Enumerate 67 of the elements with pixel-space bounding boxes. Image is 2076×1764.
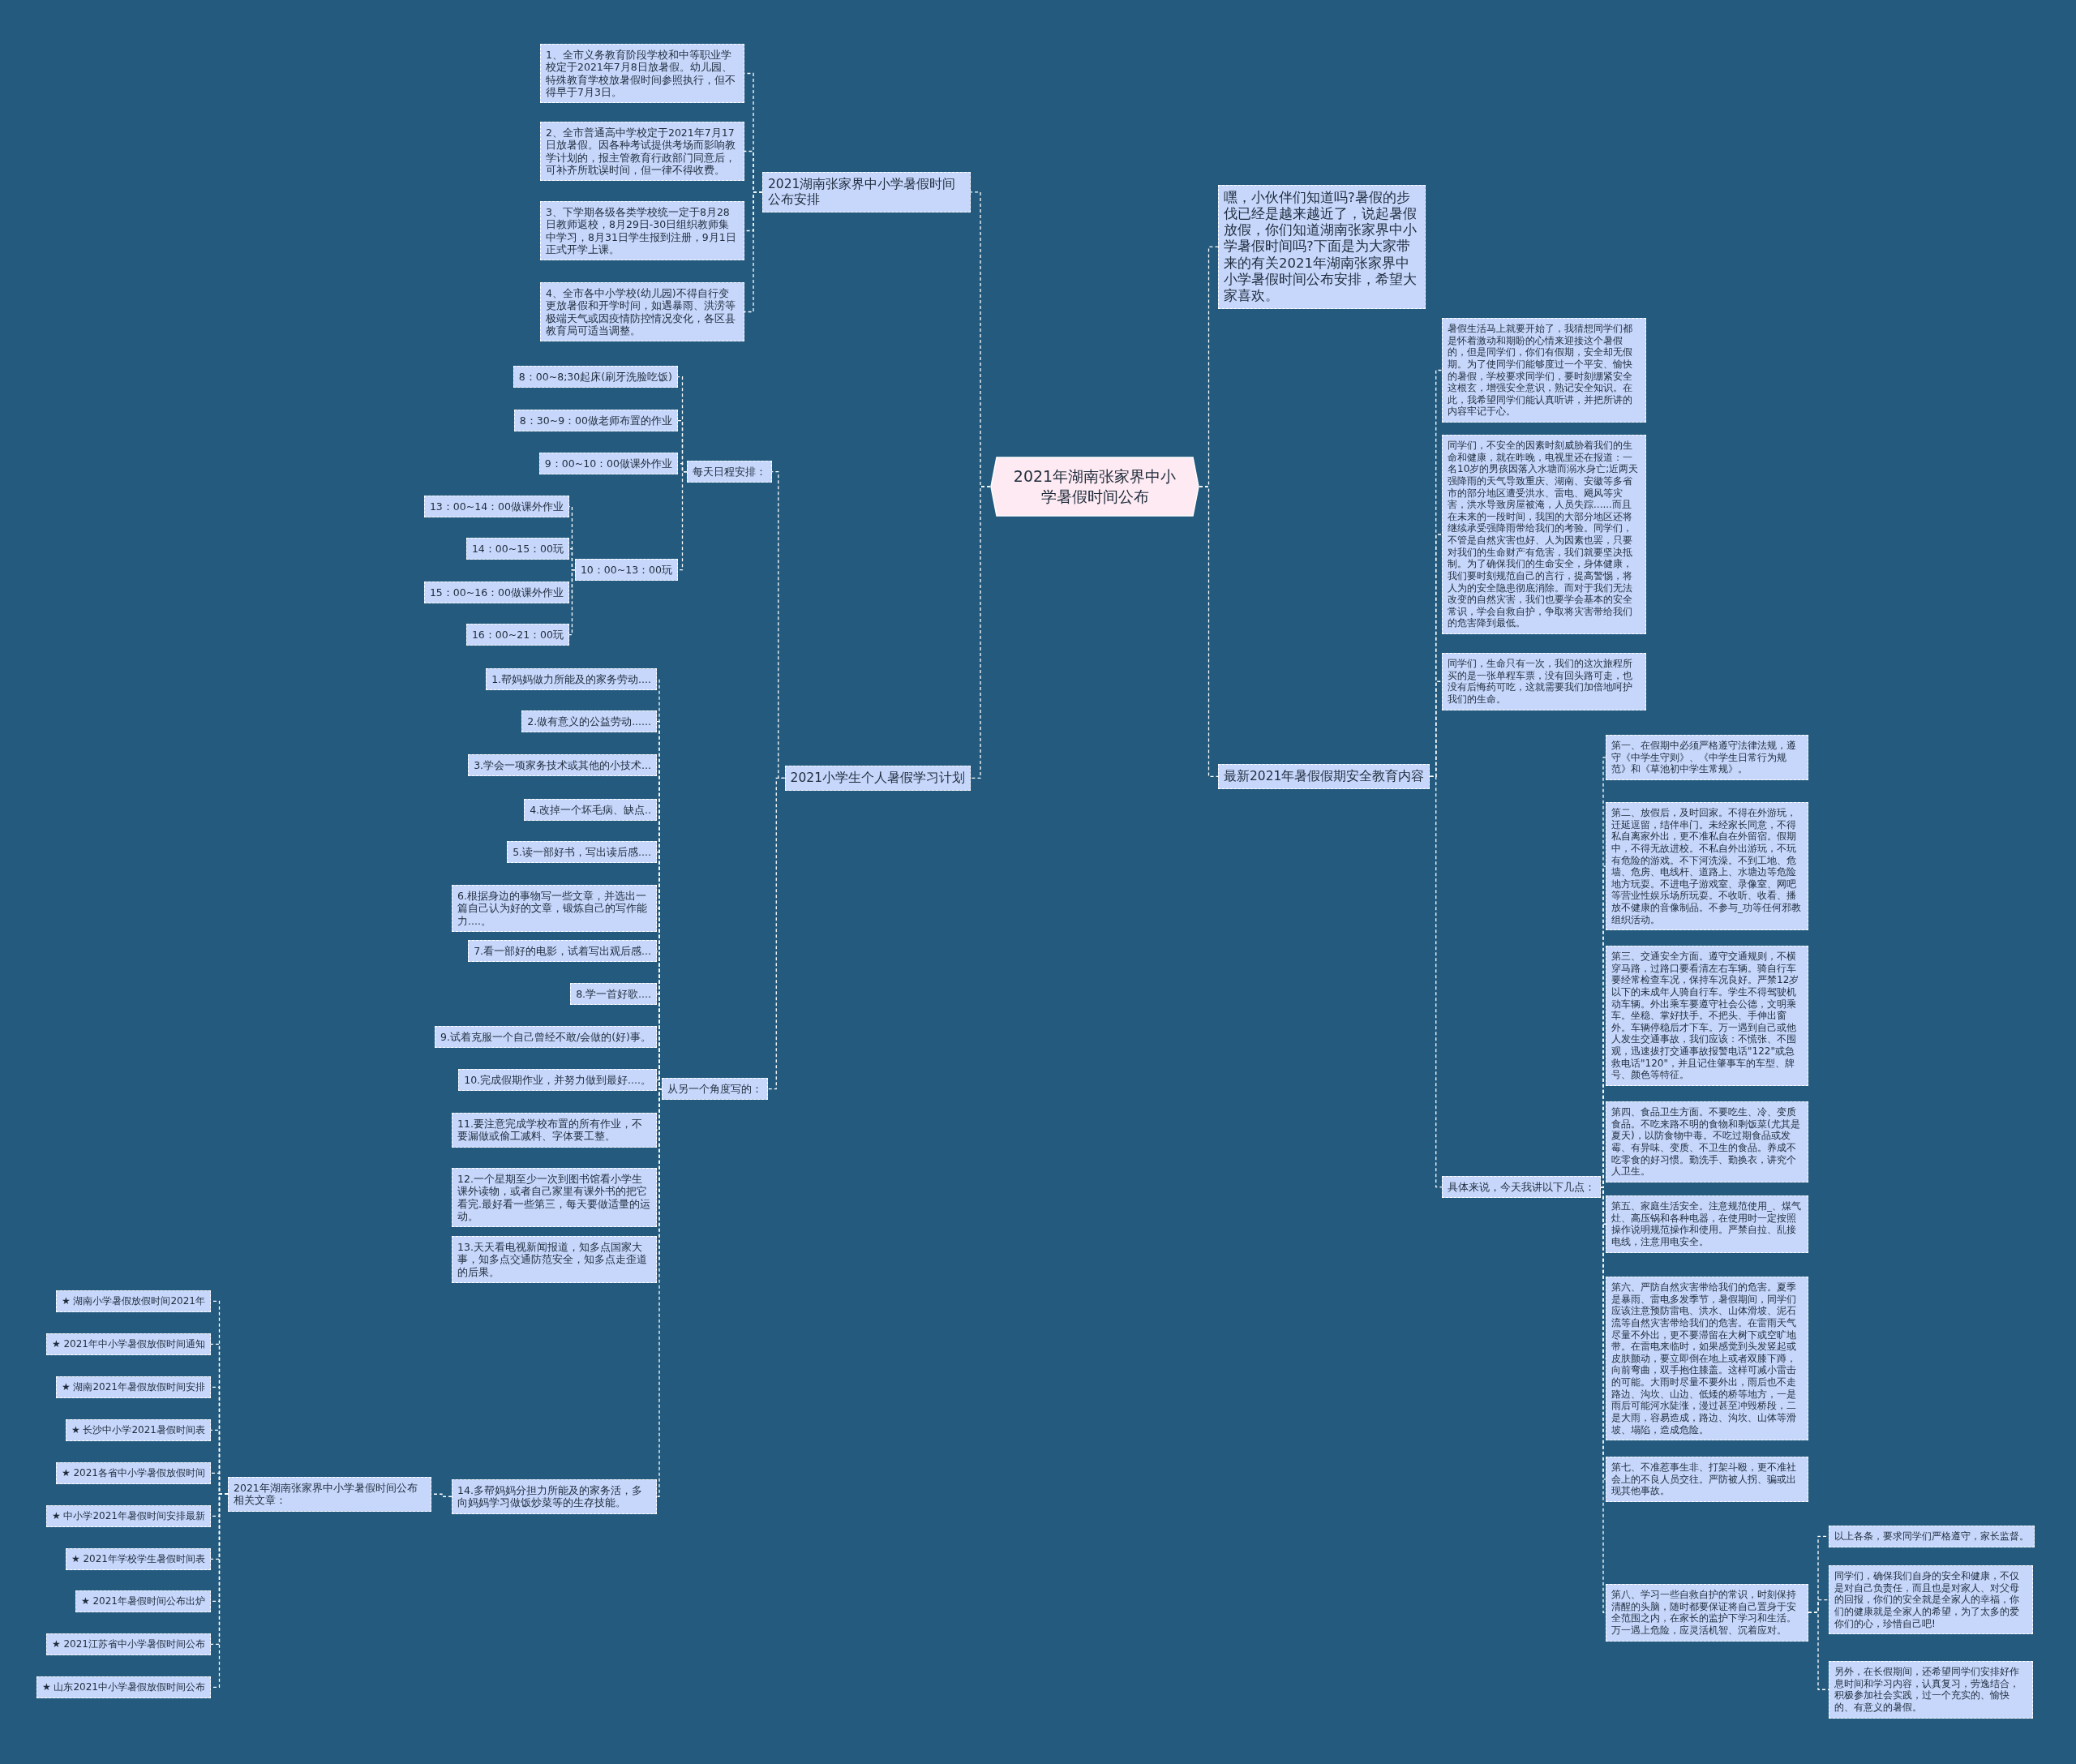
topic-box: 第一、在假期中必须严格遵守法律法规，遵守《中学生守则》、《中学生日常行为规范》和《草池初中学生常规》。 [1606, 735, 1808, 780]
topic-box: 6.根据身边的事物写一些文章，并选出一篇自己认为好的文章，锻炼自己的写作能力....。 [452, 885, 657, 932]
topic-box: 同学们，不安全的因素时刻威胁着我们的生命和健康，就在昨晚，电视里还在报道：一名10岁的男孩因落入水塘而溺水身亡;近两天强降雨的天气导致重庆、湖南、安徽等多省市的部分地区遭受洪水、雷电、飓风等灾害，洪水导致房屋被淹，人员失踪......而且在未来的一段时间，我国的大部分地区还将继续承受强降雨带给我们的考验。同学们，不管是自然灾害也好、人为因素也罢，只要对我们的生命财产有危害，我们就要坚决抵制。为了确保我们的生命安全，身体健康，我们要时刻规范自己的言行，提高警惕，将人为的安全隐患彻底消除。而对于我们无法改变的自然灾害，我们也要学会基本的安全常识，学会自救自护，争取将灾害带给我们的危害降到最低。 [1442, 435, 1646, 634]
topic-box: 10.完成假期作业，并努力做到最好....。 [458, 1069, 657, 1092]
topic-box: 第六、严防自然灾害带给我们的危害。夏季是暴雨、雷电多发季节，暑假期间，同学们应该注意预防雷电、洪水、山体滑坡、泥石流等自然灾害带给我们的危害。在雷雨天气尽量不外出，更不要滞留在大树下或空旷地带。在雷电来临时，如果感觉到头发竖起或皮肤颤动，要立即倒在地上或者双膝下蹲，向前弯曲，双手抱住膝盖。这样可减小雷击的可能。大雨时尽量不要外出，雨后也不走路边、沟坎、山边、低矮的桥等地方，一是雨后可能河水陡涨，漫过甚至冲毁桥段，二是大雨，容易造成，路边、沟坎、山体等滑坡、塌陷，造成危险。 [1606, 1277, 1808, 1441]
topic-box: 最新2021年暑假假期安全教育内容 [1218, 764, 1430, 789]
central-topic: 2021年湖南张家界中小学暑假时间公布 [990, 457, 1199, 517]
topic-box: 3.学会一项家务技术或其他的小技术... [468, 754, 657, 777]
topic-box: 9：00~10：00做课外作业 [538, 453, 678, 475]
topic-box: 4、全市各中小学校(幼儿园)不得自行变更放暑假和开学时间，如遇暴雨、洪涝等极端天气或因疫情防控情况变化，各区县教育局可适当调整。 [540, 282, 744, 341]
topic-box: 16：00~21：00玩 [465, 624, 569, 646]
topic-box: ★ 2021各省中小学暑假放假时间 [55, 1462, 211, 1484]
topic-box: ★ 2021年学校学生暑假时间表 [65, 1548, 211, 1570]
topic-box: 嘿，小伙伴们知道吗?暑假的步伐已经是越来越近了，说起暑假放假，你们知道湖南张家界中小学暑假时间吗?下面是为大家带来的有关2021年湖南张家界中小学暑假时间公布安排，希望大家喜欢。 [1218, 185, 1426, 309]
topic-box: 另外，在长假期间，还希望同学们安排好作息时间和学习内容，认真复习，劳逸结合，积极参加社会实践，过一个充实的、愉快的、有意义的暑假。 [1829, 1661, 2033, 1719]
topic-box: 4.改掉一个坏毛病、缺点.. [524, 799, 657, 822]
connector-line [1199, 486, 1219, 778]
topic-box: 9.试着克服一个自己曾经不敢/会做的(好)事。 [435, 1026, 657, 1049]
topic-box: 以上各条，要求同学们严格遵守，家长监督。 [1829, 1526, 2035, 1547]
topic-box: 8：30~9：00做老师布置的作业 [513, 410, 678, 432]
connector-line [767, 777, 786, 1090]
topic-box: 12.一个星期至少一次到图书馆看小学生课外读物，或者自己家里有课外书的把它看完.最好看一些第三，每天要做适量的运动。 [452, 1168, 657, 1227]
topic-box: 7.看一部好的电影，试着写出观后感... [468, 940, 657, 963]
topic-box: 暑假生活马上就要开始了，我猜想同学们都是怀着激动和期盼的心情来迎接这个暑假的，但是同学们，你们有假期，安全却无假期。为了使同学们能够度过一个平安、愉快的暑假，学校要求同学们，要时刻绷紧安全这根玄，增强安全意识，熟记安全知识。在此，我希望同学们能认真听讲，并把所讲的内容牢记于心。 [1442, 318, 1646, 423]
topic-box: 1.帮妈妈做力所能及的家务劳动.... [486, 668, 657, 691]
connector-line [677, 471, 688, 571]
topic-box: 同学们，生命只有一次，我们的这次旅程所买的是一张单程车票，没有回头路可走，也没有后悔药可吃，这就需要我们加倍地呵护我们的生命。 [1442, 653, 1646, 710]
connector-line [1600, 1187, 1606, 1613]
topic-box: 1、全市义务教育阶段学校和中等职业学校定于2021年7月8日放暑假。幼儿园、特殊教育学校放暑假时间参照执行，但不得早于7月3日。 [540, 44, 744, 103]
topic-box: ★ 湖南2021年暑假放假时间安排 [55, 1376, 211, 1398]
topic-box: 第四、食品卫生方面。不要吃生、冷、变质食品。不吃来路不明的食物和剩饭菜(尤其是夏天)，以防食物中毒。不吃过期食品或发霉、有异味、变质、不卫生的食品。养成不吃零食的好习惯。勤洗手、勤换衣，讲究个人卫生。 [1606, 1101, 1808, 1182]
topic-box: ★ 中小学2021年暑假时间安排最新 [45, 1505, 211, 1527]
topic-box: ★ 山东2021中小学暑假放假时间公布 [36, 1676, 211, 1698]
topic-box: 8：00~8;30起床(刷牙洗脸吃饭) [513, 366, 678, 388]
topic-box: 14：00~15：00玩 [465, 538, 569, 560]
topic-box: 第五、家庭生活安全。注意规范使用_、煤气灶、高压锅和各种电器，在使用时一定按照操作说明规范操作和使用。严禁自拉、乱接电线，注意用电安全。 [1606, 1195, 1808, 1253]
topic-box: 14.多帮妈妈分担力所能及的家务活，多向妈妈学习做饭炒菜等的生存技能。 [452, 1479, 657, 1514]
topic-box: 13.天天看电视新闻报道，知多点国家大事，知多点交通防范安全，知多点走歪道的后果。 [452, 1236, 657, 1283]
topic-box: 2.做有意义的公益劳动...... [521, 710, 657, 733]
topic-box: ★ 湖南小学暑假放假时间2021年 [55, 1290, 211, 1312]
topic-box: 每天日程安排： [687, 461, 772, 483]
topic-box: 10：00~13：00玩 [574, 559, 678, 582]
topic-box: ★ 2021江苏省中小学暑假时间公布 [45, 1633, 211, 1655]
connector-line [568, 569, 576, 636]
topic-box: ★ 长沙中小学2021暑假时间表 [65, 1419, 211, 1441]
topic-box: ★ 2021年中小学暑假放假时间通知 [45, 1333, 211, 1355]
topic-box: ★ 2021年暑假时间公布出炉 [75, 1590, 211, 1612]
topic-box: 第三、交通安全方面。遵守交通规则，不横穿马路，过路口要看清左右车辆。骑自行车要经常检查车况，保持车况良好。严禁12岁以下的未成年人骑自行车。学生不得驾驶机动车辆。外出乘车要遵守社会公德，文明乘车。坐稳、掌好扶手。不把头、手伸出窗外。车辆停稳后才下车。万一遇到自己或他人发生交通事故，我们应该：不慌张、不围观，迅速拔打交通事故报警电话"122"或急救电话"120"，并且记住肇事车的车型、牌号、颜色等特征。 [1606, 946, 1808, 1086]
connector-line [744, 191, 763, 313]
topic-box: 8.学一首好歌.... [570, 983, 657, 1006]
topic-box: 2021湖南张家界中小学暑假时间公布安排 [762, 172, 971, 212]
topic-box: 第二、放假后，及时回家。不得在外游玩，迁延逗留，结伴串门。未经家长同意，不得私自离家外出，更不准私自在外留宿。假期中，不得无故进校。不私自外出游玩，不玩有危险的游戏。不下河洗澡。不到工地、危墙、危房、电线杆、道路上、水塘边等危险地方玩耍。不进电子游戏室、录像室、网吧等营业性娱乐场所玩耍。不收听、收看、播放不健康的音像制品。不参与_功等任何邪教组织活动。 [1606, 802, 1808, 931]
topic-box: 5.读一部好书，写出读后感.... [507, 841, 657, 864]
connector-line [1429, 775, 1443, 1188]
topic-box: 从另一个角度写的： [662, 1078, 768, 1101]
connector-line [970, 486, 991, 779]
topic-box: 15：00~16：00做课外作业 [423, 582, 569, 604]
topic-box: 第七、不准惹事生非、打架斗殴，更不准社会上的不良人员交往。严防被人拐、骗或出现其他事故。 [1606, 1457, 1808, 1502]
topic-box: 2021年湖南张家界中小学暑假时间公布相关文章： [228, 1477, 431, 1512]
topic-box: 3、下学期各级各类学校统一定于8月28日教师返校，8月29日-30日组织教师集中学习，8月31日学生报到注册，9月1日正式开学上课。 [540, 201, 744, 260]
topic-box: 第八、学习一些自救自护的常识，时刻保持清醒的头脑，随时都要保证将自己置身于安全范围之内，在家长的监护下学习和生活。万一遇上危险，应灵活机智、沉着应对。 [1606, 1584, 1808, 1642]
topic-box: 11.要注意完成学校布置的所有作业，不要漏做或偷工减料、字体要工整。 [452, 1113, 657, 1148]
topic-box: 同学们，确保我们自身的安全和健康，不仅是对自己负责任，而且也是对家人、对父母的回报，你们的安全就是全家人的幸福，你们的健康就是全家人的希望，为了太多的爱你们的心，珍惜自己吧! [1829, 1565, 2033, 1635]
topic-box: 具体来说，今天我讲以下几点： [1442, 1176, 1601, 1199]
topic-box: 2、全市普通高中学校定于2021年7月17日放暑假。因各种考试提供考场而影响教学计划的，报主管教育行政部门同意后，可补齐所耽误时间，但一律不得收费。 [540, 122, 744, 181]
topic-box: 13：00~14：00做课外作业 [423, 496, 569, 518]
topic-box: 2021小学生个人暑假学习计划 [784, 766, 971, 791]
